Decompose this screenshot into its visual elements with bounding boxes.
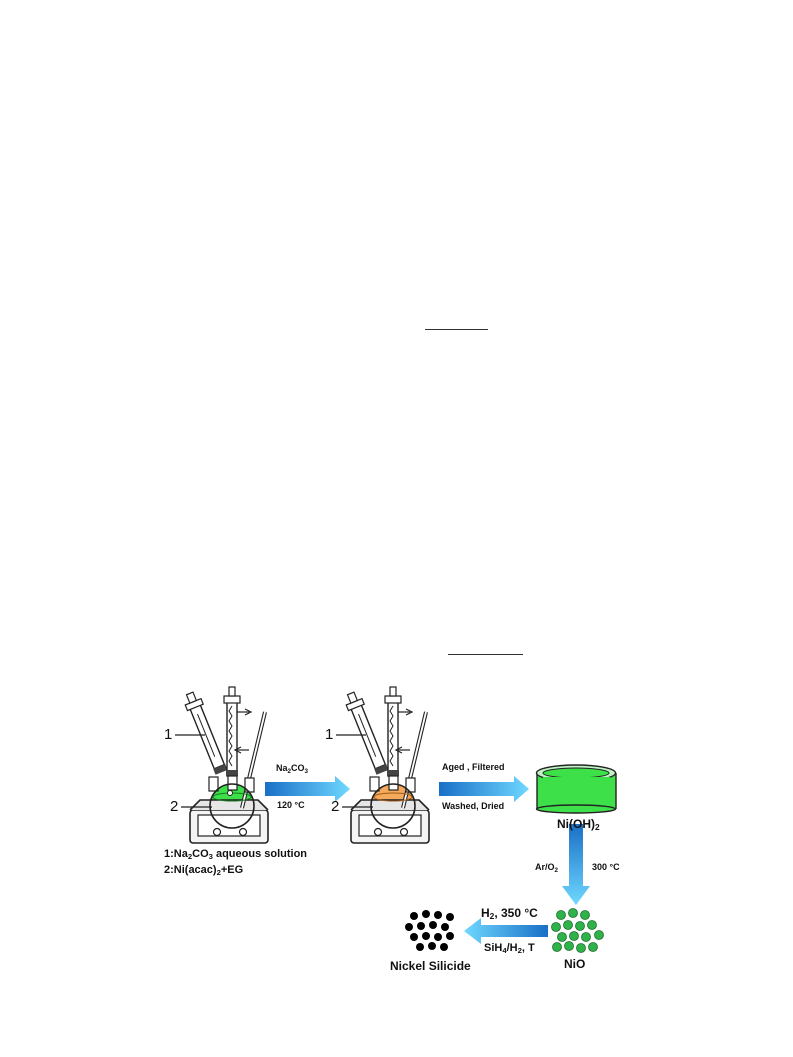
legend-item-2: 2:Ni(acac)2+EG [164,864,244,877]
label-2-setup-2: 2 [331,798,340,815]
legend-item-1: 1:Na2CO3 aqueous solution [164,848,308,861]
step-2-top-label: Aged , Filtered [442,762,505,772]
product-nio: NiO [564,957,586,971]
reaction-setup-2 [340,685,431,845]
horizontal-rule [448,654,523,655]
nio-particles [551,908,604,953]
label-1-setup-2: 1 [325,726,334,743]
label-2-setup-1: 2 [170,798,179,815]
horizontal-rule [425,329,488,330]
nickel-silicide-particles [405,910,454,951]
step-3-atmosphere: Ar/O2 [535,862,559,874]
product-nickel-hydroxide: Ni(OH)2 [557,817,600,832]
left-arrow-step-4 [464,918,548,944]
reaction-setup-1 [179,685,270,845]
step-1-temperature: 120 °C [277,800,305,810]
step-1-reagent: Na2CO3 [276,763,309,775]
label-1-setup-1: 1 [164,726,173,743]
right-arrow-step-2 [439,776,529,802]
step-4-top-label: H2, 350 °C [481,906,538,921]
nickel-hydroxide-dish [535,764,617,814]
product-nickel-silicide: Nickel Silicide [390,959,471,973]
step-2-bottom-label: Washed, Dried [442,801,505,811]
step-3-temperature: 300 °C [592,862,620,872]
down-arrow-step-3 [562,824,590,905]
step-4-bottom-label: SiH4/H2, T [484,942,535,955]
right-arrow-step-1 [265,776,350,802]
